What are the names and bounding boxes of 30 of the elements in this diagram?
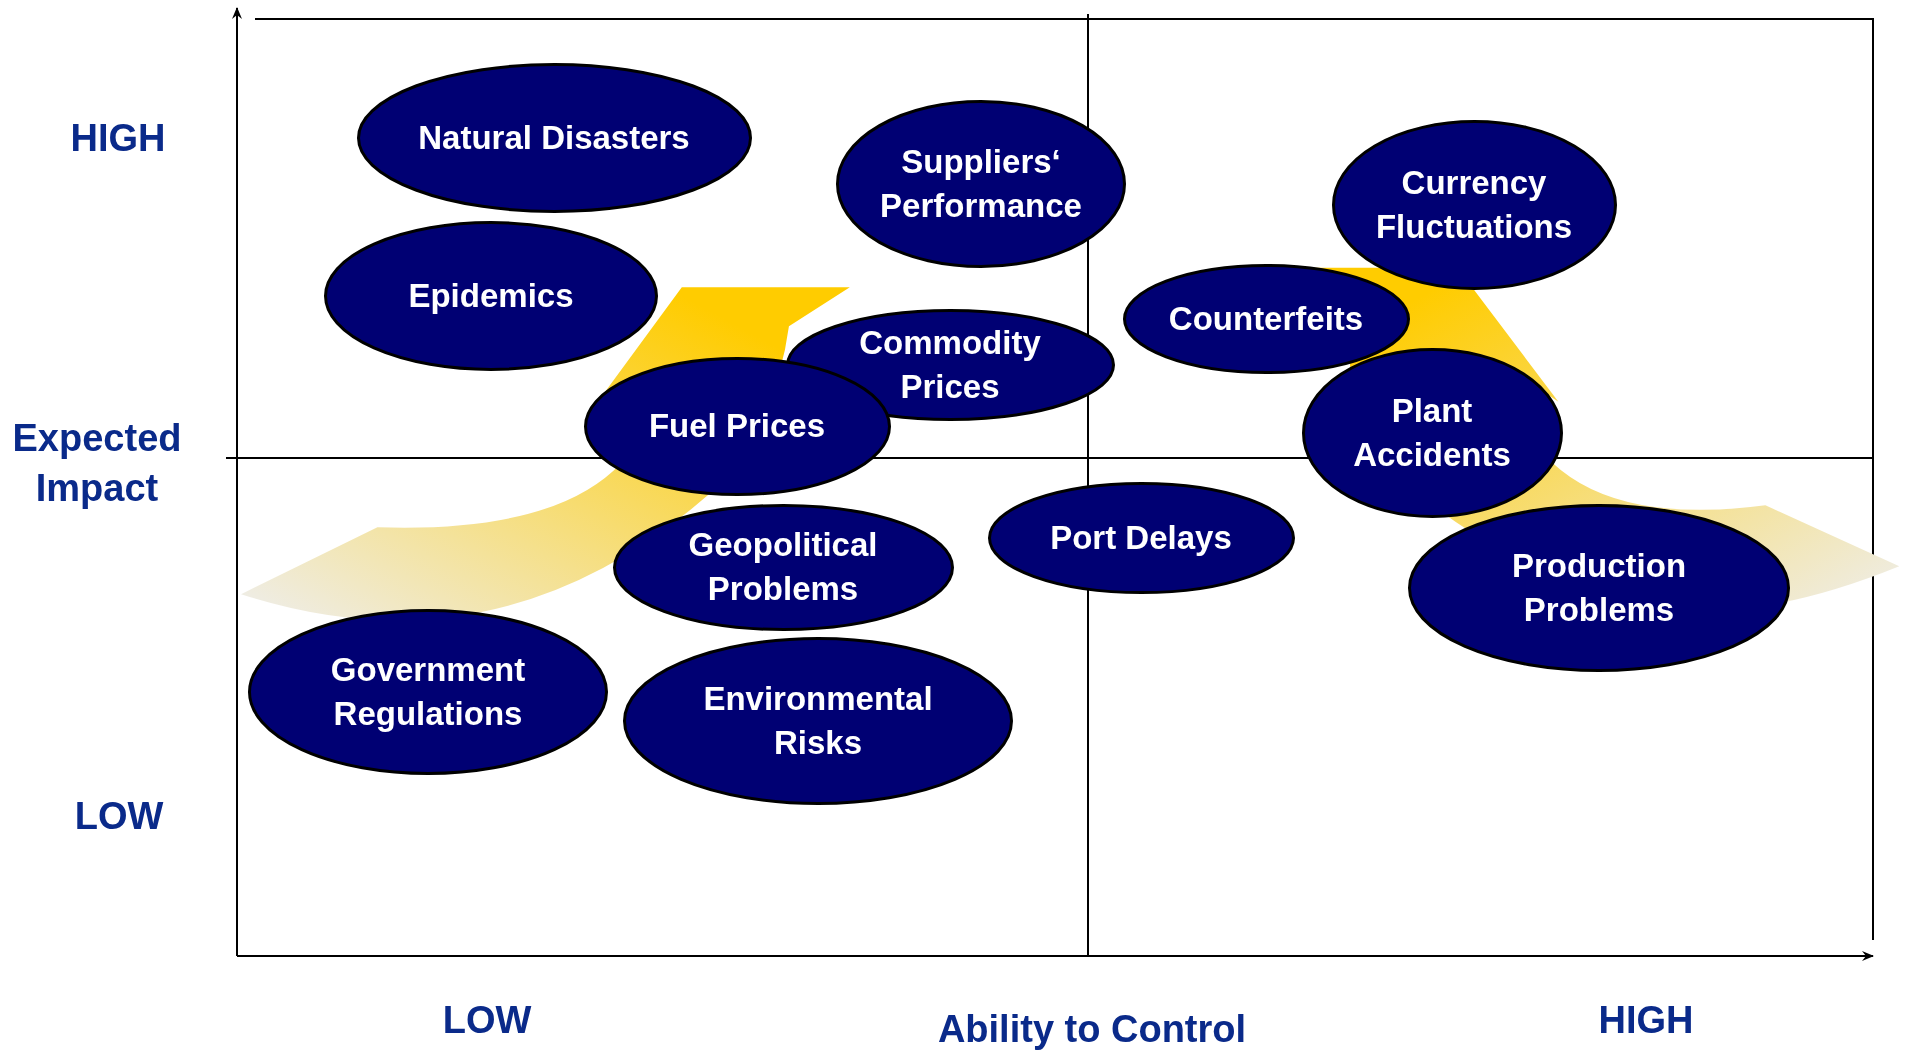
risk-ellipse <box>1301 348 1563 518</box>
risk-label: Currency Fluctuations <box>1374 163 1574 247</box>
risk-ellipse <box>836 100 1126 268</box>
risk-label: Production Problems <box>1510 546 1688 630</box>
axis-level-label: LOW <box>74 794 164 839</box>
axis-title: Ability to Control <box>937 1007 1247 1052</box>
risk-label: Epidemics <box>407 276 575 316</box>
risk-ellipse <box>356 63 752 213</box>
axis-title: Expected Impact <box>11 416 183 511</box>
risk-label: Natural Disasters <box>417 118 691 158</box>
risk-label: Government Regulations <box>329 650 527 734</box>
risk-label: Commodity Prices <box>858 323 1042 407</box>
risk-label: Geopolitical Problems <box>687 525 879 609</box>
risk-ellipse <box>324 221 658 371</box>
risk-ellipse <box>987 482 1295 594</box>
risk-label: Suppliers‘ Performance <box>879 142 1083 226</box>
risk-ellipse <box>1331 120 1617 290</box>
risk-label: Port Delays <box>1049 518 1233 558</box>
risk-label: Environmental Risks <box>702 679 934 763</box>
risk-ellipse <box>623 637 1013 805</box>
risk-ellipse <box>1122 264 1410 374</box>
axis-level-label: HIGH <box>70 116 166 161</box>
risk-label: Counterfeits <box>1167 299 1365 339</box>
risk-ellipse <box>612 503 954 631</box>
axis-level-label: LOW <box>442 998 532 1043</box>
risk-label: Plant Accidents <box>1352 391 1512 475</box>
axis-level-label: HIGH <box>1598 998 1694 1043</box>
risk-ellipse <box>248 609 608 775</box>
risk-ellipse <box>1408 504 1790 672</box>
risk-label: Fuel Prices <box>647 406 827 446</box>
